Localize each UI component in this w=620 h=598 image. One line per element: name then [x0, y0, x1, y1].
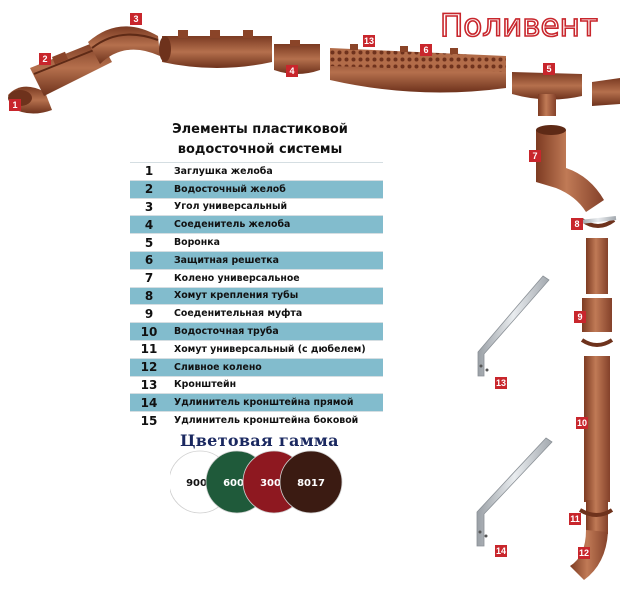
row-number: 12 [130, 358, 168, 377]
swatch-code: 9003 [186, 478, 214, 489]
elbow-part [536, 125, 604, 212]
gutter-corner-part [88, 26, 160, 64]
callout-3: 3 [130, 13, 142, 25]
row-part-name: Водосточная труба [168, 322, 383, 341]
row-number: 8 [130, 287, 168, 305]
gutter-guard-part [330, 44, 506, 93]
callout-5: 5 [543, 63, 555, 75]
callout-14: 14 [495, 545, 508, 557]
row-part-name: Колено универсальное [168, 269, 383, 288]
outlet-elbow-part [570, 500, 614, 580]
callout-10: 10 [576, 417, 589, 429]
callout-9: 9 [574, 311, 586, 323]
swatch-8017: 8017 [279, 450, 343, 514]
row-number: 2 [130, 180, 168, 199]
swatch-circle [279, 450, 343, 514]
swatch-code: 8017 [297, 478, 325, 489]
row-part-name: Заглушка желоба [168, 162, 383, 181]
swatch-code: 6005 [223, 478, 251, 489]
row-part-name: Угол универсальный [168, 198, 383, 216]
row-number: 5 [130, 233, 168, 252]
row-part-name: Защитная решетка [168, 251, 383, 270]
row-number: 13 [130, 376, 168, 394]
callout-6: 6 [420, 44, 432, 56]
table-title-line1: Элементы пластиковой [172, 122, 348, 137]
gutter-part [159, 30, 272, 68]
callout-7: 7 [529, 150, 541, 162]
downpipe-part [584, 356, 610, 502]
callout-2: 2 [39, 53, 51, 65]
row-part-name: Удлинитель кронштейна прямой [168, 393, 383, 412]
callout-13-top: 13 [363, 35, 376, 47]
row-number: 7 [130, 269, 168, 288]
palette-title: Цветовая гамма [180, 431, 339, 450]
row-part-name: Кронштейн [168, 376, 383, 394]
table-title: Элементы пластиковой водосточной системы [130, 120, 390, 160]
row-part-name: Соеденительная муфта [168, 304, 383, 323]
brand-logo: Поливент [439, 7, 599, 45]
row-part-name: Воронка [168, 233, 383, 252]
callout-4: 4 [286, 65, 298, 77]
row-number: 11 [130, 340, 168, 359]
table-title-line2: водосточной системы [177, 142, 343, 157]
row-number: 15 [130, 411, 168, 429]
row-number: 1 [130, 162, 168, 181]
gutter-connector-part [274, 40, 320, 74]
row-part-name: Хомут универсальный (с дюбелем) [168, 340, 383, 359]
color-swatches: 9003 6005 3009 8017 [170, 450, 343, 514]
row-number: 9 [130, 304, 168, 323]
swatch-code: 3009 [260, 478, 288, 489]
row-part-name: Водосточный желоб [168, 180, 383, 199]
downpipe-part [586, 238, 608, 294]
row-part-name: Сливное колено [168, 358, 383, 377]
row-number: 6 [130, 251, 168, 270]
row-part-name: Хомут крепления тубы [168, 287, 383, 305]
callout-12: 12 [578, 547, 591, 559]
row-number: 3 [130, 198, 168, 216]
callout-11: 11 [569, 513, 581, 525]
row-part-name: Соеденитель желоба [168, 215, 383, 234]
pipe-clamp-part [579, 216, 617, 228]
callout-13: 13 [495, 377, 508, 389]
bracket-extension-part [476, 437, 553, 547]
callout-8: 8 [571, 218, 583, 230]
row-number: 4 [130, 215, 168, 234]
row-number: 10 [130, 322, 168, 341]
row-part-name: Удлинитель кронштейна боковой [168, 411, 383, 429]
callout-1: 1 [9, 99, 21, 111]
row-number: 14 [130, 393, 168, 412]
coupling-part [580, 298, 614, 347]
bracket-part [477, 275, 550, 377]
funnel-part [512, 72, 582, 116]
